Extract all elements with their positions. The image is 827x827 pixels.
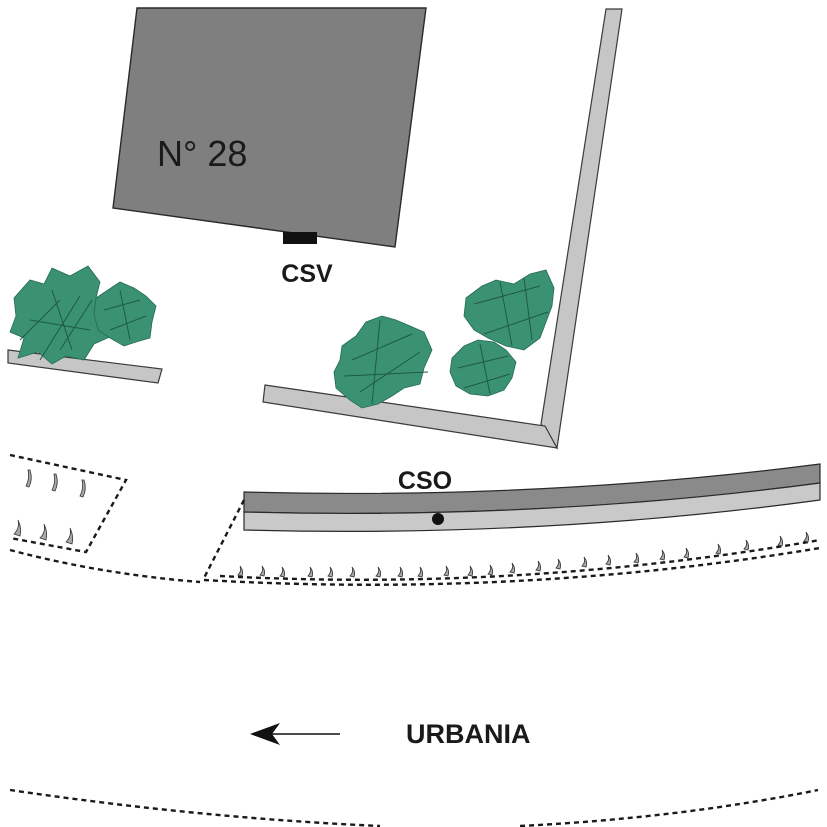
sprouts-left [13,469,86,545]
dashed-outlines [9,453,821,827]
building-footprint [112,7,427,248]
wall-bottom-right [262,384,559,449]
tree-left-small [93,281,157,347]
strip-diagonal [202,499,246,579]
strip-lower-edge [203,546,821,586]
tree-left-large [9,265,119,365]
csv-connection-box [283,232,317,244]
direction-label: URBANIA [406,719,531,749]
curb-left [9,548,201,584]
tree-right-top [463,269,555,351]
road-edge-left [9,788,381,827]
sprouts-strip [237,531,810,578]
tree-center [333,315,433,409]
building-number-label: N° 28 [157,133,247,174]
trees [9,265,555,409]
csv-label: CSV [281,260,333,288]
cso-pipe [243,463,821,532]
direction-indicator: URBANIA [250,719,531,749]
tree-right-bottom [449,339,517,397]
building-28: N° 28 [112,7,427,248]
cso-label: CSO [398,467,452,495]
road-edge-right [519,788,819,827]
left-arrow-icon [250,723,280,745]
garden-outline-left [9,453,128,554]
pipe-lower-band [243,482,821,532]
cso-manhole-point [432,513,444,525]
strip-upper-edge [219,538,821,581]
wall-right [540,8,623,450]
